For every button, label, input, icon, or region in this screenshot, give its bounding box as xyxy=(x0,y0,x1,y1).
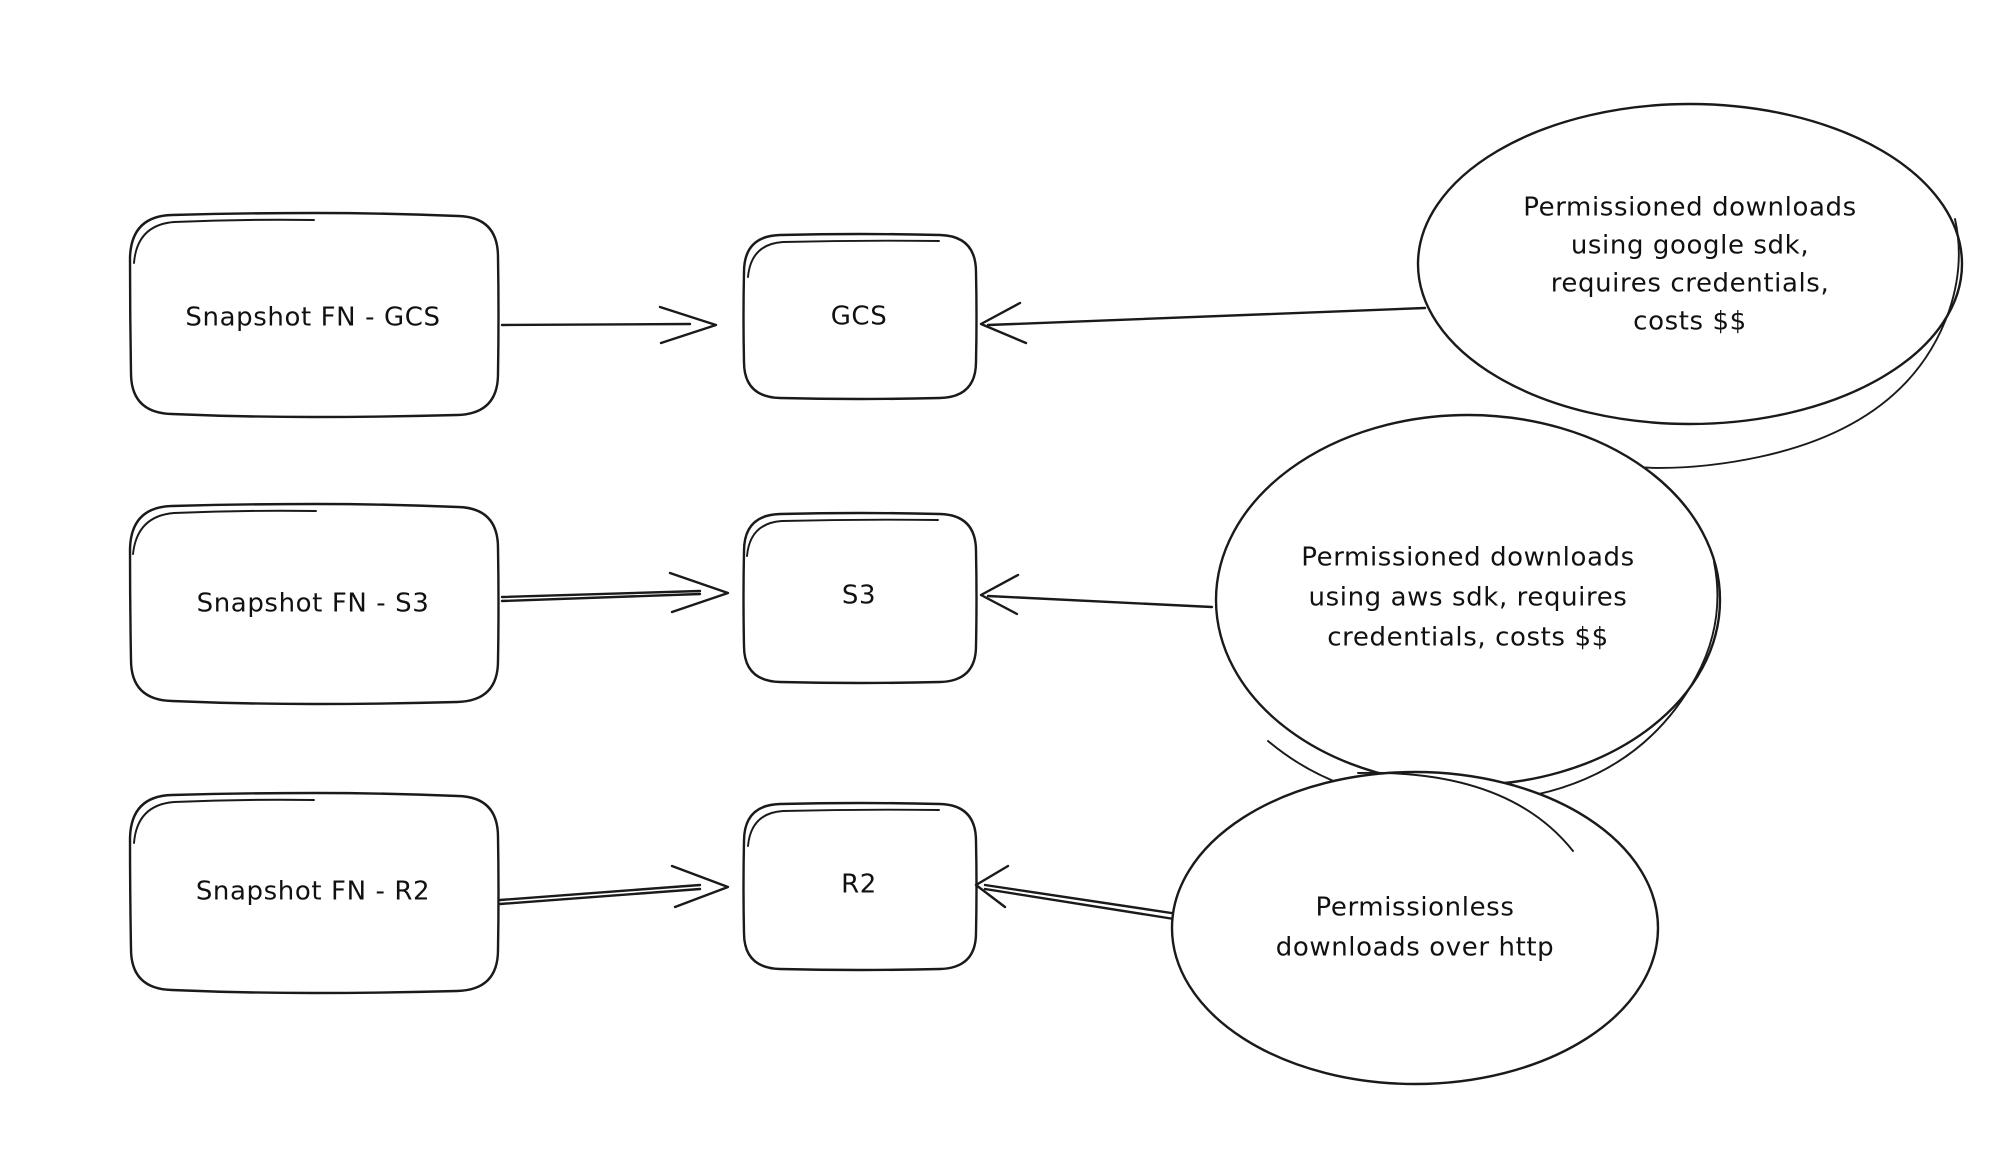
node-label-r2: R2 xyxy=(841,870,877,900)
note-gcs-line-4: costs $$ xyxy=(1633,307,1747,337)
note-s3-line-2: using aws sdk, requires xyxy=(1309,583,1628,613)
node-snapshot-fn-s3[interactable]: Snapshot FN - S3 xyxy=(128,502,500,706)
note-gcs-line-1: Permissioned downloads xyxy=(1523,193,1856,223)
note-r2-line-1: Permissionless xyxy=(1316,893,1515,923)
note-s3-line-1: Permissioned downloads xyxy=(1301,543,1634,573)
arrow-snapshot-fn-gcs-to-gcs xyxy=(500,305,718,345)
node-s3[interactable]: S3 xyxy=(742,511,978,685)
node-r2[interactable]: R2 xyxy=(742,801,978,972)
node-label-s3: S3 xyxy=(842,581,876,611)
node-gcs[interactable]: GCS xyxy=(742,232,978,401)
node-label-snapshot-fn-s3: Snapshot FN - S3 xyxy=(197,589,430,619)
node-label-gcs: GCS xyxy=(831,302,888,332)
note-s3[interactable]: Permissioned downloads using aws sdk, re… xyxy=(1214,413,1722,805)
note-gcs-line-3: requires credentials, xyxy=(1551,269,1830,299)
arrow-note-gcs-to-gcs xyxy=(979,301,1427,345)
note-s3-line-3: credentials, costs $$ xyxy=(1327,623,1608,653)
arrow-note-s3-to-s3 xyxy=(979,573,1214,616)
node-label-snapshot-fn-gcs: Snapshot FN - GCS xyxy=(185,303,440,333)
arrow-note-r2-to-r2 xyxy=(974,864,1180,921)
note-gcs-line-2: using google sdk, xyxy=(1571,231,1809,261)
arrow-snapshot-fn-r2-to-r2 xyxy=(498,864,730,909)
note-r2[interactable]: Permissionless downloads over http xyxy=(1170,770,1660,1086)
arrow-snapshot-fn-s3-to-s3 xyxy=(500,571,730,614)
node-label-snapshot-fn-r2: Snapshot FN - R2 xyxy=(196,877,430,907)
node-snapshot-fn-gcs[interactable]: Snapshot FN - GCS xyxy=(128,211,500,419)
node-snapshot-fn-r2[interactable]: Snapshot FN - R2 xyxy=(128,791,500,995)
note-r2-line-2: downloads over http xyxy=(1276,933,1555,963)
note-gcs[interactable]: Permissioned downloads using google sdk,… xyxy=(1416,102,1964,469)
